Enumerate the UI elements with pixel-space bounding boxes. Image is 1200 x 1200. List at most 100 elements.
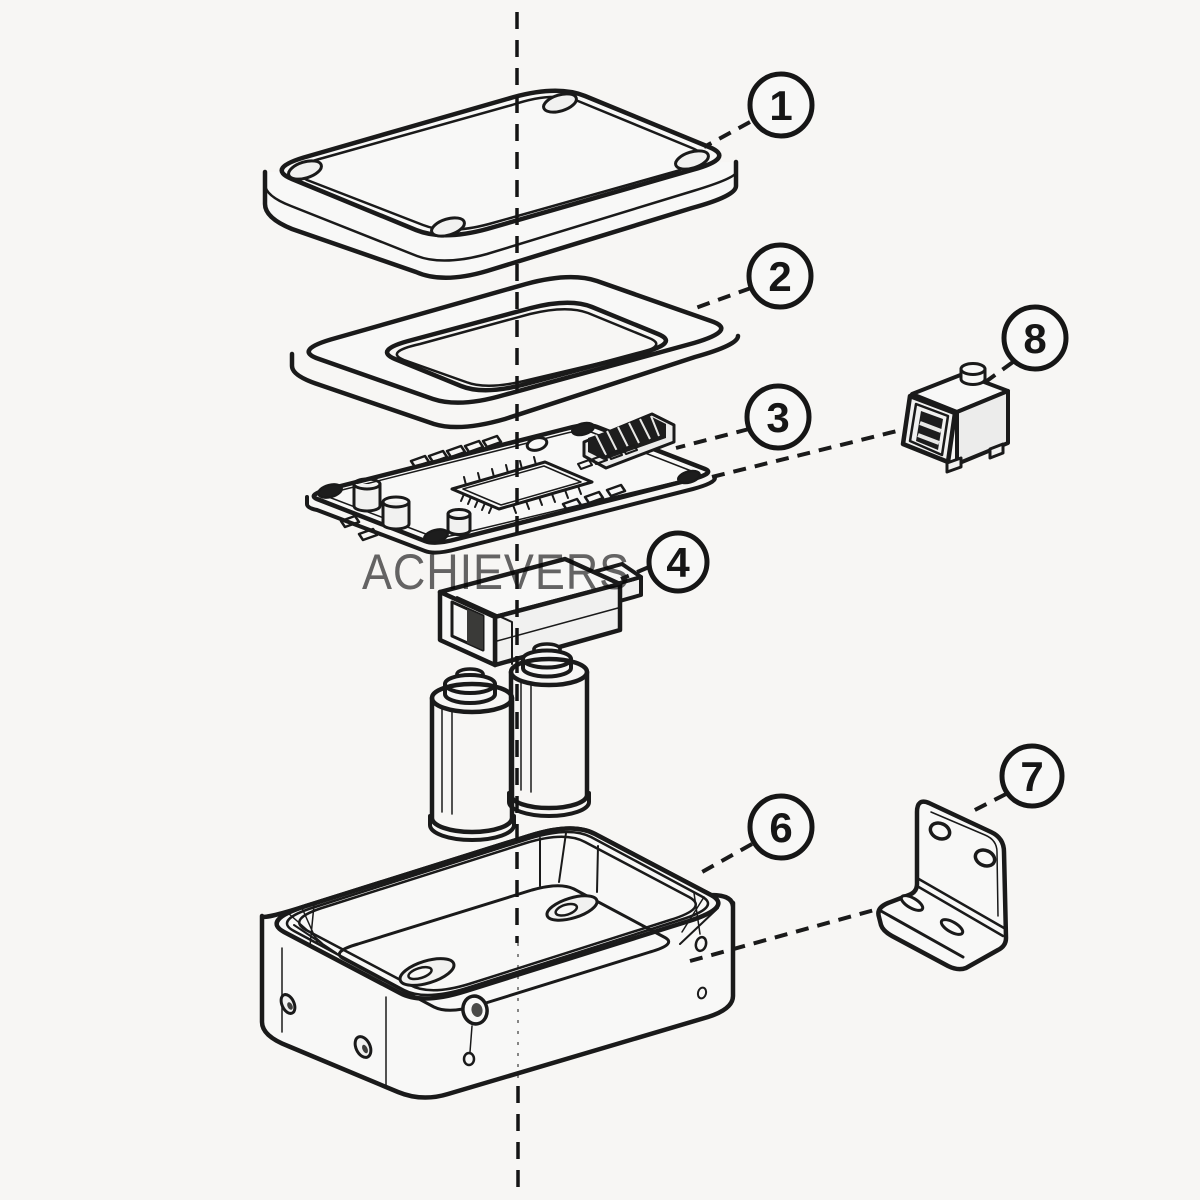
callout-1: 1 — [747, 71, 815, 139]
small-hole — [462, 1051, 476, 1067]
connector-lip — [908, 402, 950, 457]
pcb-capacitors — [352, 477, 472, 536]
pcb-capacitor-top — [381, 495, 411, 509]
leader-line-8 — [982, 360, 1015, 385]
bracket-plate-hole — [928, 821, 952, 841]
pcb-header-pins-block — [588, 416, 666, 460]
floor-slot-inner — [407, 965, 433, 981]
bracket-base-slot — [939, 918, 965, 936]
pcb-header-pin-slots — [595, 415, 660, 456]
callout-number: 4 — [666, 539, 690, 586]
watermark-text: ACHIEVERS — [362, 544, 630, 600]
gasket-aperture-inner-line — [395, 308, 658, 387]
callout-circle — [1001, 304, 1069, 372]
floor-slot-inner — [554, 902, 579, 917]
callout-circle — [646, 530, 710, 594]
connector-button-top — [959, 362, 987, 376]
leader-line-6 — [694, 842, 753, 878]
stud — [694, 935, 708, 953]
leader-line-enclosure-to-bracket — [689, 907, 879, 963]
pcb-smd-resistors — [339, 434, 627, 542]
enclosure-corner-seams — [281, 947, 387, 1087]
leader-line-1 — [703, 120, 751, 149]
leader-line-board-to-connector — [711, 429, 898, 479]
bracket-base-edge — [879, 909, 965, 959]
stud — [696, 986, 708, 1000]
callout-number: 8 — [1023, 315, 1046, 362]
battery-top — [429, 681, 515, 715]
part-connector-module — [900, 362, 1010, 474]
callout-2: 2 — [746, 242, 814, 310]
callout-circle — [999, 743, 1065, 809]
callout-6: 6 — [747, 793, 815, 861]
pcb-mount-hole — [571, 421, 595, 437]
leader-line-4 — [620, 565, 650, 581]
bracket-bend-lines — [915, 876, 1006, 938]
callout-number: 3 — [766, 394, 789, 441]
pcb-header-connector — [577, 412, 676, 470]
dongle-seam — [456, 596, 513, 665]
enclosure-floor-slot — [398, 957, 456, 987]
bracket-plate-inner-line — [930, 811, 999, 917]
pcb-header-pads — [577, 444, 638, 470]
part-usb-dongle — [437, 556, 643, 668]
enclosure-rim-inner-line-1 — [285, 830, 710, 997]
callout-8: 8 — [1001, 304, 1069, 372]
callout-circle — [747, 71, 815, 139]
part-mounting-bracket — [876, 799, 1009, 972]
pcb-capacitor-top — [352, 477, 382, 491]
callout-number: 2 — [768, 253, 791, 300]
part-bottom-enclosure — [259, 826, 736, 1100]
callout-number: 6 — [769, 804, 792, 851]
side-hole-dark — [287, 1002, 293, 1010]
part-top-cover — [262, 88, 739, 280]
center-axis-line — [515, 12, 520, 1192]
enclosure-side-hole — [279, 993, 373, 1059]
bracket-plate-hole — [973, 848, 997, 868]
pcb-ic-pins — [460, 456, 582, 514]
connector-foot-tab — [945, 442, 1005, 474]
part-circuit-board — [305, 412, 717, 555]
pcb-capacitor — [352, 482, 382, 513]
top-cover-lip-seam — [263, 170, 738, 262]
pcb-edge-thickness — [305, 476, 717, 555]
pcb-capacitor — [381, 500, 411, 531]
enclosure-corner-gussets — [287, 892, 705, 947]
callout-4: 4 — [646, 530, 710, 594]
part-gasket-frame — [289, 274, 741, 430]
callout-7: 7 — [999, 743, 1065, 809]
battery-bottom-rim — [428, 814, 516, 842]
enclosure-floor — [337, 884, 671, 1012]
enclosure-floor-slot — [545, 894, 599, 922]
connector-top-button — [959, 362, 987, 386]
callout-number: 1 — [769, 82, 792, 129]
bracket-base-slot — [899, 894, 925, 912]
leader-lines — [620, 120, 1015, 963]
side-hole-dark — [362, 1044, 368, 1054]
ring-hole-inner — [471, 1003, 483, 1017]
pcb-capacitor-top — [446, 508, 472, 520]
dongle-connector-tongue — [467, 609, 483, 650]
battery-highlight — [520, 681, 532, 793]
pcb-ic-body — [450, 460, 594, 511]
top-cover-screw-hole — [542, 92, 578, 114]
part-battery-left — [428, 667, 516, 842]
top-cover-screw-hole — [430, 216, 466, 238]
gasket-wall — [289, 333, 741, 430]
enclosure-front-ring-hole — [461, 994, 489, 1067]
top-cover-screw-hole — [287, 159, 323, 181]
battery-body — [429, 695, 515, 835]
ring-hole-trace — [469, 1025, 473, 1053]
callout-circle — [747, 793, 815, 861]
battery-top — [508, 656, 590, 688]
callout-number: 7 — [1020, 753, 1043, 800]
callout-3: 3 — [744, 383, 812, 451]
callout-circle — [746, 242, 814, 310]
top-cover-screw-hole — [674, 149, 710, 171]
pcb-mount-hole — [317, 483, 343, 499]
enclosure-right-studs — [694, 935, 708, 1000]
pcb-mount-hole — [423, 528, 449, 544]
top-cover-top-face — [279, 88, 722, 238]
connector-port-slots — [917, 421, 942, 445]
